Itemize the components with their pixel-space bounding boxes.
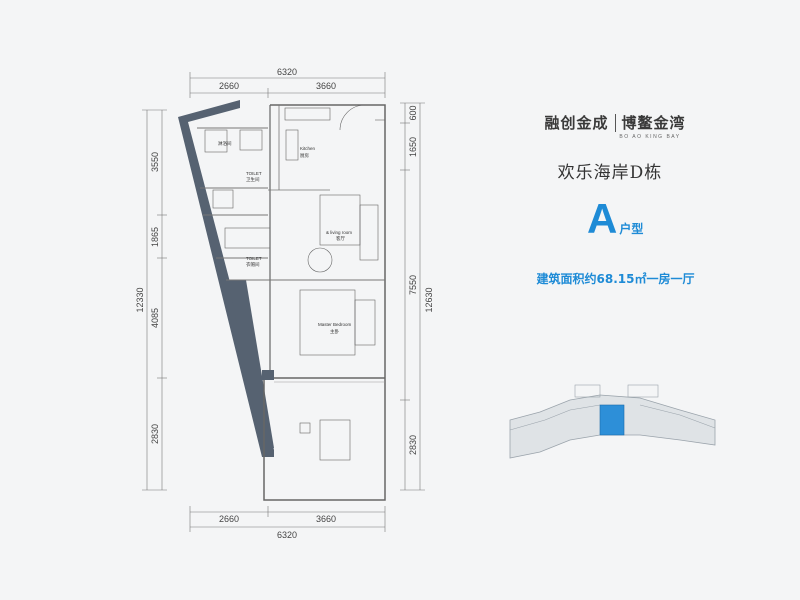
living-room-label: & living room — [326, 230, 352, 235]
dim-right-total: 12630 — [424, 287, 434, 312]
toilet-label-cn: 卫生间 — [246, 176, 260, 183]
dim-right-2: 1650 — [408, 137, 418, 157]
bedroom-label: Master Bedroom — [318, 322, 352, 327]
brand-logo: 融创金成 博鳌金湾 BO AO KING BAY — [525, 112, 705, 140]
closet-label: TOILET — [246, 256, 262, 261]
dim-right-1: 600 — [408, 105, 418, 120]
building-name: 欢乐海岸D栋 — [557, 163, 663, 183]
dim-top-left: 2660 — [219, 81, 239, 91]
bedroom-label-cn: 主卧 — [330, 328, 339, 335]
dim-bottom-total: 6320 — [277, 530, 297, 540]
toilet-label: TOILET — [246, 171, 262, 176]
area-description: 建筑面积约68.15㎡一房一厅 — [536, 272, 695, 286]
dim-left-1: 3550 — [150, 152, 160, 172]
brand-secondary: 博鳌金湾 — [621, 114, 686, 132]
dim-left-3: 4085 — [150, 308, 160, 328]
dim-right-3: 7550 — [408, 275, 418, 295]
brand-primary: 融创金成 — [544, 114, 609, 132]
dim-left-2: 1865 — [150, 227, 160, 247]
kitchen-label-cn: 厨房 — [300, 152, 309, 159]
dim-bottom-right: 3660 — [316, 514, 336, 524]
kitchen-label: Kitchen — [300, 146, 316, 151]
dim-left-total: 12330 — [135, 287, 145, 312]
building-key-plan — [509, 384, 716, 459]
shower-label: 淋浴间 — [218, 140, 232, 147]
unit-letter: A — [587, 195, 618, 242]
dim-bottom-left: 2660 — [219, 514, 239, 524]
closet-label-cn: 衣帽间 — [246, 261, 260, 268]
unit-type-heading: A 户型 — [587, 198, 643, 240]
dim-right-4: 2830 — [408, 435, 418, 455]
furniture — [204, 104, 385, 461]
dimension-lines — [142, 72, 425, 532]
dim-top-total: 6320 — [277, 67, 297, 77]
living-room-label-cn: 客厅 — [336, 235, 345, 242]
dimension-labels: 6320 2660 3660 2660 3660 6320 3550 1865 … — [135, 67, 434, 540]
unit-type-label: 户型 — [619, 222, 644, 236]
brand-english: BO AO KING BAY — [619, 134, 681, 140]
dim-top-right: 3660 — [316, 81, 336, 91]
room-labels: Kitchen 厨房 淋浴间 TOILET 卫生间 TOILET 衣帽间 & l… — [218, 140, 352, 335]
dim-left-4: 2830 — [150, 424, 160, 444]
walls — [178, 100, 386, 501]
brand-divider — [614, 113, 616, 132]
